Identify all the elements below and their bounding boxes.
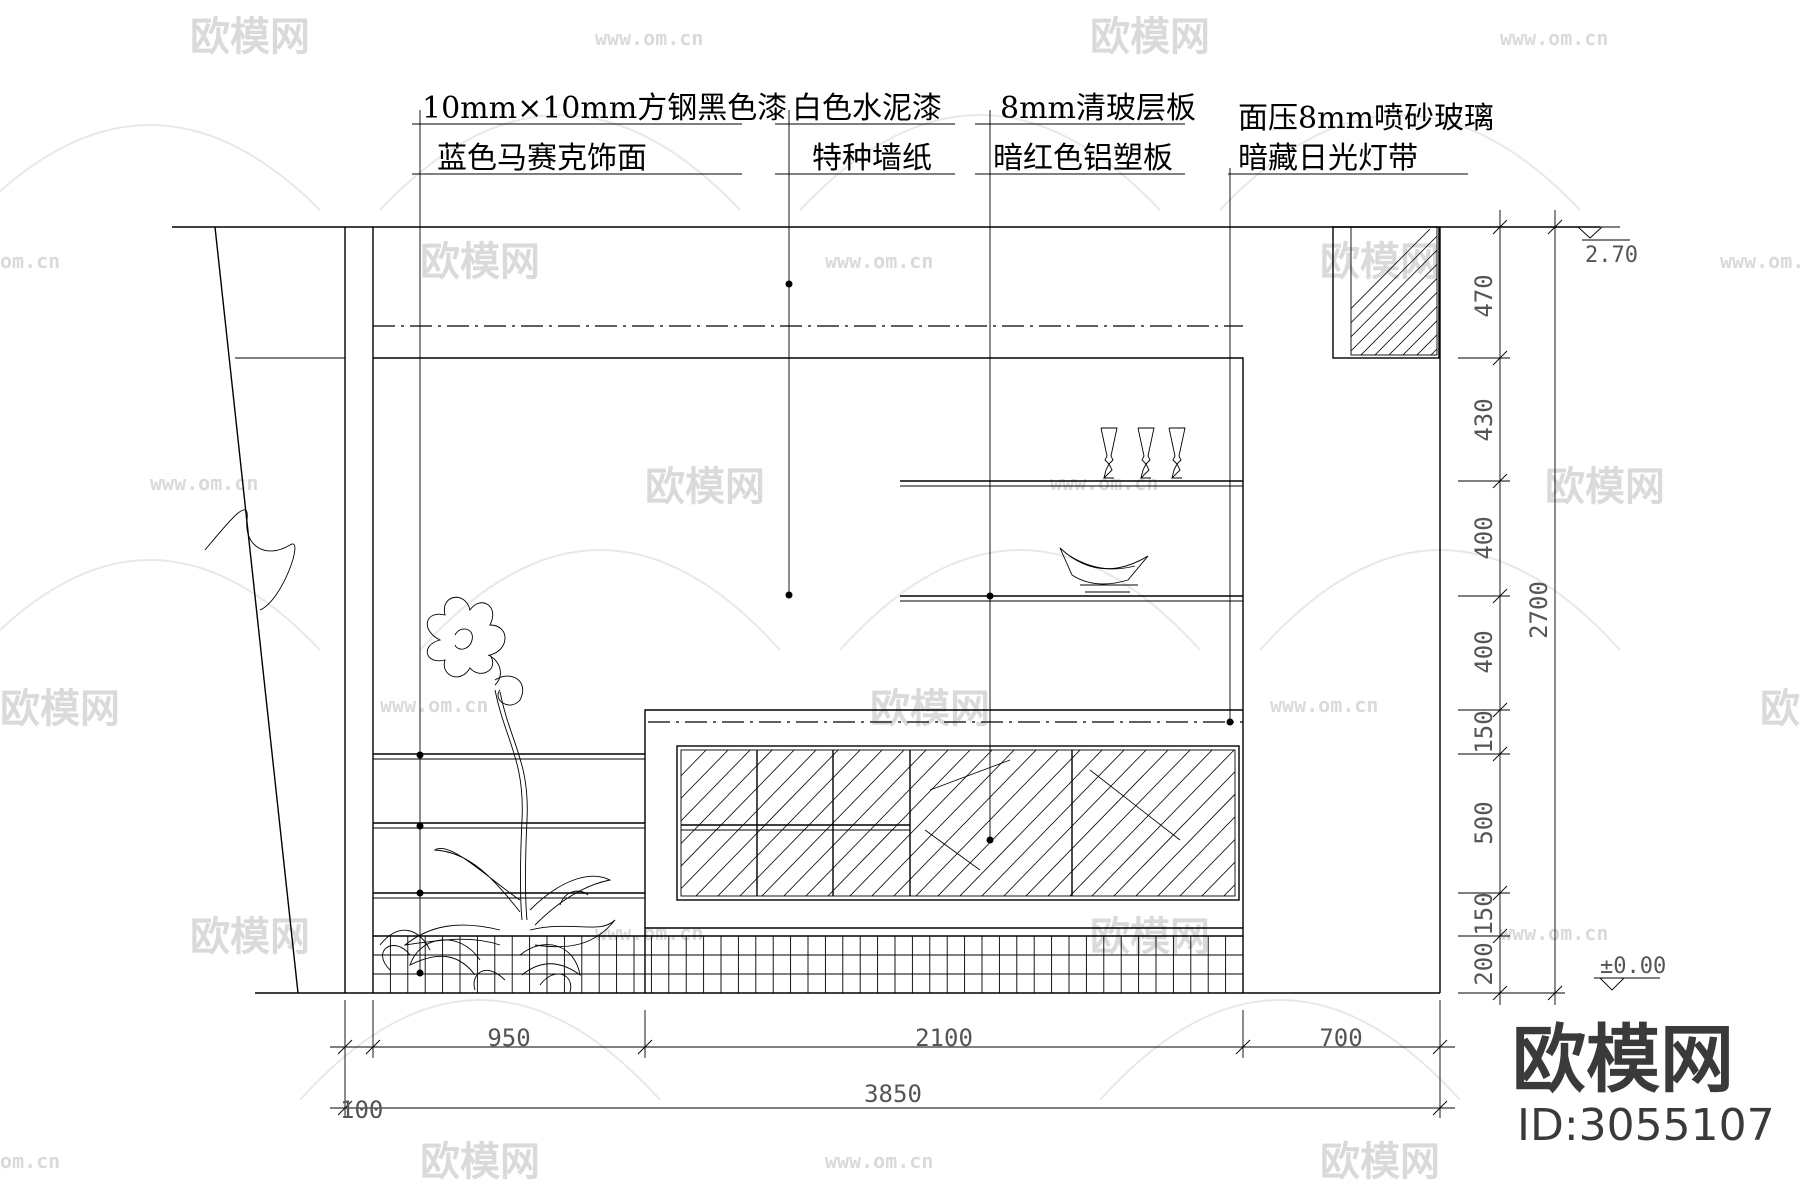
watermark-url: www.om.cn bbox=[1500, 26, 1608, 50]
level-top: 2.70 bbox=[1585, 243, 1638, 268]
vertical-dim-total: 2700 bbox=[1525, 581, 1553, 639]
vertical-dimension-chain: 470 430 400 400 150 500 150 200 2700 bbox=[1458, 210, 1565, 1005]
watermark-url: om.cn bbox=[0, 249, 60, 273]
watermark-url: www.om.cn bbox=[1270, 693, 1378, 717]
leader-dot bbox=[986, 836, 994, 844]
decorative-bowl bbox=[1059, 547, 1149, 593]
watermark-brand: 欧模网 bbox=[1090, 14, 1210, 60]
annotation-col4-line1: 面压8mm喷砂玻璃 bbox=[1238, 101, 1494, 136]
level-bottom: ±0.00 bbox=[1600, 954, 1666, 979]
vase bbox=[1100, 427, 1118, 479]
watermark-brand: 欧模网 bbox=[645, 464, 765, 510]
watermark-url: www.om.cn bbox=[825, 1149, 933, 1173]
annotation-col1-line1: 10mm×10mm方钢黑色漆 bbox=[422, 91, 787, 126]
horizontal-dim-offset: 100 bbox=[340, 1096, 383, 1124]
vertical-dim-label: 400 bbox=[1470, 516, 1498, 559]
brand-name: 欧模网 bbox=[1512, 1017, 1734, 1103]
leader-dot bbox=[416, 969, 424, 977]
horizontal-dim-label: 700 bbox=[1319, 1024, 1362, 1052]
horizontal-dimension-chain: 950 2100 700 3850 100 bbox=[330, 1000, 1455, 1124]
leader-dot bbox=[1226, 718, 1234, 726]
vertical-dim-label: 200 bbox=[1470, 942, 1498, 985]
cabinet-hatch bbox=[681, 750, 1235, 896]
horizontal-dim-label: 2100 bbox=[915, 1024, 973, 1052]
horizontal-dim-total: 3850 bbox=[864, 1080, 922, 1108]
vertical-dim-label: 500 bbox=[1470, 801, 1498, 844]
annotation-col3-line1: 8mm清玻层板 bbox=[1000, 91, 1196, 126]
watermark-url: www.om.cn bbox=[1050, 471, 1158, 495]
watermark-brand: 欧模网 bbox=[420, 1139, 540, 1185]
watermark-brand: 欧模网 bbox=[870, 686, 990, 732]
vase bbox=[1168, 427, 1186, 479]
watermark-brand: 欧模网 bbox=[1320, 239, 1440, 285]
watermark-brand: 欧模网 bbox=[0, 686, 120, 732]
annotation-col4-line2: 暗藏日光灯带 bbox=[1238, 141, 1418, 176]
annotation-col2-line2: 特种墙纸 bbox=[812, 141, 932, 176]
vertical-dim-label: 150 bbox=[1470, 710, 1498, 753]
watermark-url: www.om.cn bbox=[595, 921, 703, 945]
vertical-dim-label: 400 bbox=[1470, 630, 1498, 673]
level-markers: 2.70 ±0.00 bbox=[1565, 226, 1666, 991]
watermark-brand: 欧模网 bbox=[1090, 914, 1210, 960]
annotation-col2-line1: 白色水泥漆 bbox=[792, 91, 942, 126]
brand-id: ID:3055107 bbox=[1517, 1100, 1775, 1151]
watermark-layer: 欧模网 www.om.cn 欧模网 www.om.cn om.cn 欧模网 ww… bbox=[0, 14, 1800, 1185]
horizontal-dim-label: 950 bbox=[487, 1024, 530, 1052]
watermark-brand: 欧模网 bbox=[1320, 1139, 1440, 1185]
vase-group bbox=[1100, 427, 1186, 479]
watermark-brand: 欧模网 bbox=[420, 239, 540, 285]
brand-badge: 欧模网 ID:3055107 bbox=[1512, 1017, 1775, 1151]
vase bbox=[1137, 427, 1155, 479]
watermark-url: www.om.cn bbox=[150, 471, 258, 495]
vertical-dim-label: 430 bbox=[1470, 398, 1498, 441]
annotation-col1-line2: 蓝色马赛克饰面 bbox=[437, 141, 647, 176]
watermark-brand: 欧模网 bbox=[1545, 464, 1665, 510]
elevation-outline bbox=[172, 226, 1600, 994]
watermark-url: www.om.cn bbox=[1500, 921, 1608, 945]
annotation-labels: 10mm×10mm方钢黑色漆 蓝色马赛克饰面 白色水泥漆 特种墙纸 8mm清玻层… bbox=[412, 91, 1494, 176]
annotation-col3-line2: 暗红色铝塑板 bbox=[993, 141, 1173, 176]
watermark-url: www.om.cn bbox=[595, 26, 703, 50]
mosaic-base bbox=[372, 935, 1243, 993]
leader-dot bbox=[785, 591, 793, 599]
vertical-dim-label: 470 bbox=[1470, 274, 1498, 317]
watermark-url: www.om.cn bbox=[380, 693, 488, 717]
watermark-brand: 欧模网 bbox=[190, 14, 310, 60]
plant-decoration bbox=[379, 596, 616, 993]
vertical-dim-label: 150 bbox=[1470, 892, 1498, 935]
watermark-brand: 欧模网 bbox=[1760, 686, 1800, 732]
watermark-url: om.cn bbox=[0, 1149, 60, 1173]
leader-dot bbox=[785, 280, 793, 288]
light-box-hatch bbox=[1351, 229, 1437, 355]
leader-lines bbox=[416, 110, 1234, 977]
watermark-url: www.om.cn bbox=[825, 249, 933, 273]
cabinet-panel bbox=[676, 745, 1240, 901]
watermark-url: www.om.cn bbox=[1720, 249, 1800, 273]
leader-dot bbox=[416, 751, 424, 759]
